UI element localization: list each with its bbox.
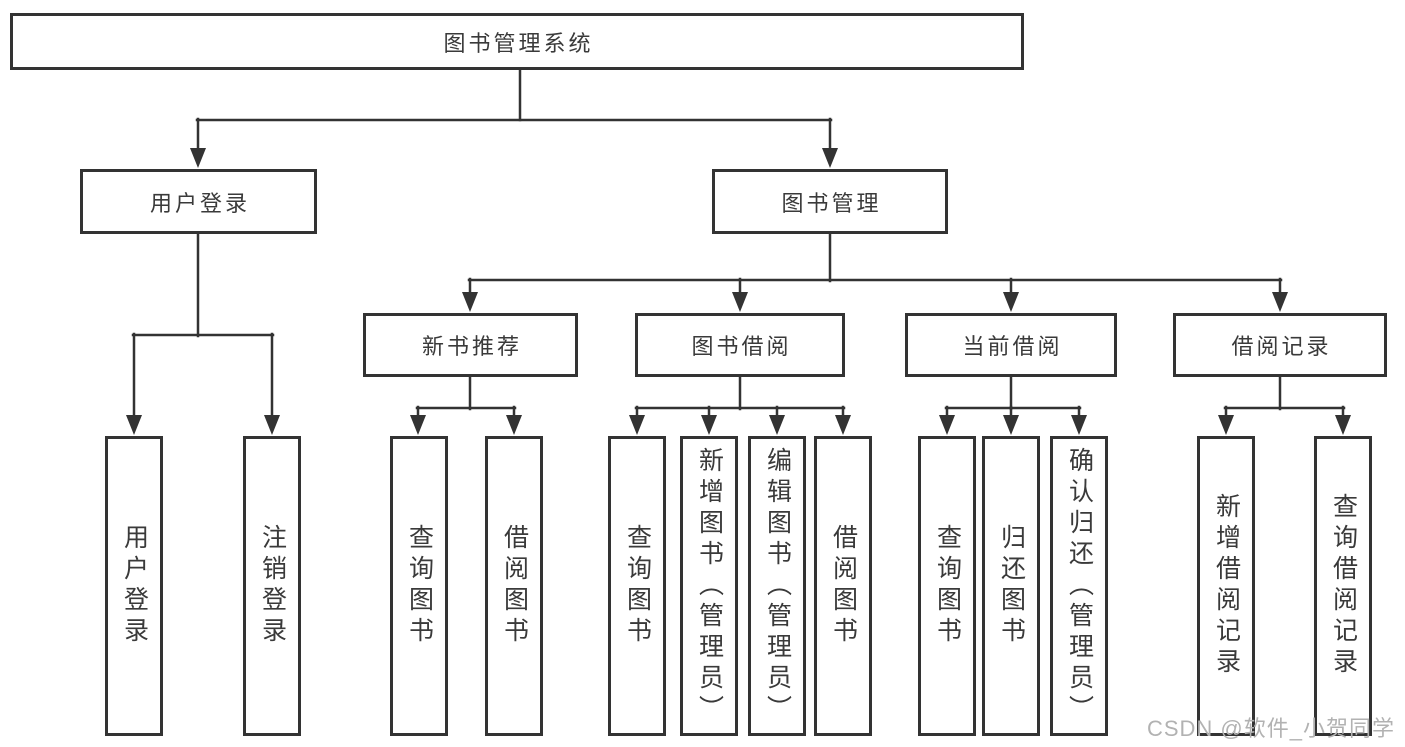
node-new-book-recommendation: 新书推荐 [363,313,578,377]
node-borrowing-records-label: 借阅记录 [1231,334,1332,359]
leaf-query-books-borrowing-label: 查询图书 [623,524,652,648]
leaf-user-login-label: 用户登录 [120,524,149,648]
leaf-query-books-borrowing: 查询图书 [608,436,666,736]
leaf-edit-books-admin-label: 编辑图书（管理员） [763,446,792,726]
node-user-login-branch: 用户登录 [80,169,317,234]
leaf-add-books-admin-label: 新增图书（管理员） [695,446,724,726]
leaf-confirm-return-admin: 确认归还（管理员） [1050,436,1108,736]
leaf-edit-books-admin: 编辑图书（管理员） [748,436,806,736]
node-book-management-branch-label: 图书管理 [781,190,882,216]
leaf-query-books-recommend-label: 查询图书 [405,524,434,648]
leaf-query-books-recommend: 查询图书 [390,436,448,736]
leaf-logout: 注销登录 [243,436,301,736]
node-library-management-system: 图书管理系统 [10,13,1024,70]
leaf-query-borrow-record-label: 查询借阅记录 [1329,493,1358,679]
leaf-borrow-books: 借阅图书 [814,436,872,736]
csdn-watermark: CSDN @软件_小贺同学 [1146,716,1395,741]
node-book-management-branch: 图书管理 [712,169,948,234]
leaf-borrow-books-label: 借阅图书 [829,524,858,648]
leaf-confirm-return-admin-label: 确认归还（管理员） [1065,446,1094,726]
leaf-return-books: 归还图书 [982,436,1040,736]
node-current-borrowing: 当前借阅 [905,313,1117,377]
node-user-login-branch-label: 用户登录 [149,190,250,216]
node-book-borrowing: 图书借阅 [635,313,845,377]
leaf-borrow-books-recommend: 借阅图书 [485,436,543,736]
leaf-query-borrow-record: 查询借阅记录 [1314,436,1372,736]
leaf-query-books-current: 查询图书 [918,436,976,736]
node-borrowing-records: 借阅记录 [1173,313,1387,377]
node-new-book-recommendation-label: 新书推荐 [421,334,522,359]
leaf-query-books-current-label: 查询图书 [933,524,962,648]
leaf-borrow-books-recommend-label: 借阅图书 [500,524,529,648]
leaf-add-books-admin: 新增图书（管理员） [680,436,738,736]
leaf-logout-label: 注销登录 [258,524,287,648]
node-current-borrowing-label: 当前借阅 [962,334,1063,359]
node-book-borrowing-label: 图书借阅 [691,334,792,359]
leaf-user-login: 用户登录 [105,436,163,736]
leaf-add-borrow-record-label: 新增借阅记录 [1212,493,1241,679]
leaf-return-books-label: 归还图书 [997,524,1026,648]
node-library-management-system-label: 图书管理系统 [443,30,594,56]
leaf-add-borrow-record: 新增借阅记录 [1197,436,1255,736]
